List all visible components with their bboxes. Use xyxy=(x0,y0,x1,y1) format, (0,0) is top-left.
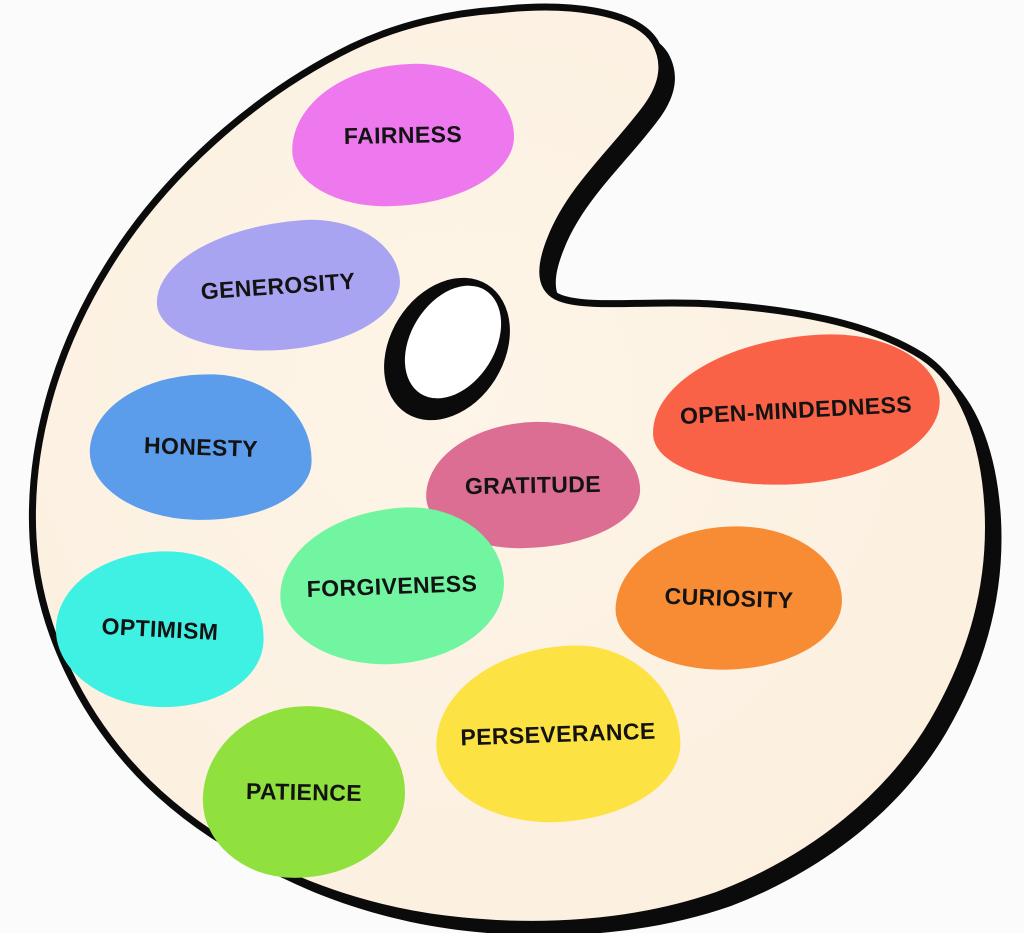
blob-label-generosity: GENEROSITY xyxy=(199,267,357,304)
blob-label-curiosity: CURIOSITY xyxy=(664,582,794,613)
blob-label-gratitude: GRATITUDE xyxy=(464,470,602,499)
blob-label-optimism: OPTIMISM xyxy=(100,612,220,645)
blob-label-perseverance: PERSEVERANCE xyxy=(459,717,657,750)
thumb-hole xyxy=(404,285,502,399)
blob-label-patience: PATIENCE xyxy=(245,777,363,806)
blob-label-open-mindedness: OPEN-MINDEDNESS xyxy=(679,390,913,429)
blob-label-honesty: HONESTY xyxy=(143,431,259,462)
blob-label-forgiveness: FORGIVENESS xyxy=(306,569,478,602)
blob-label-fairness: FAIRNESS xyxy=(343,120,463,149)
